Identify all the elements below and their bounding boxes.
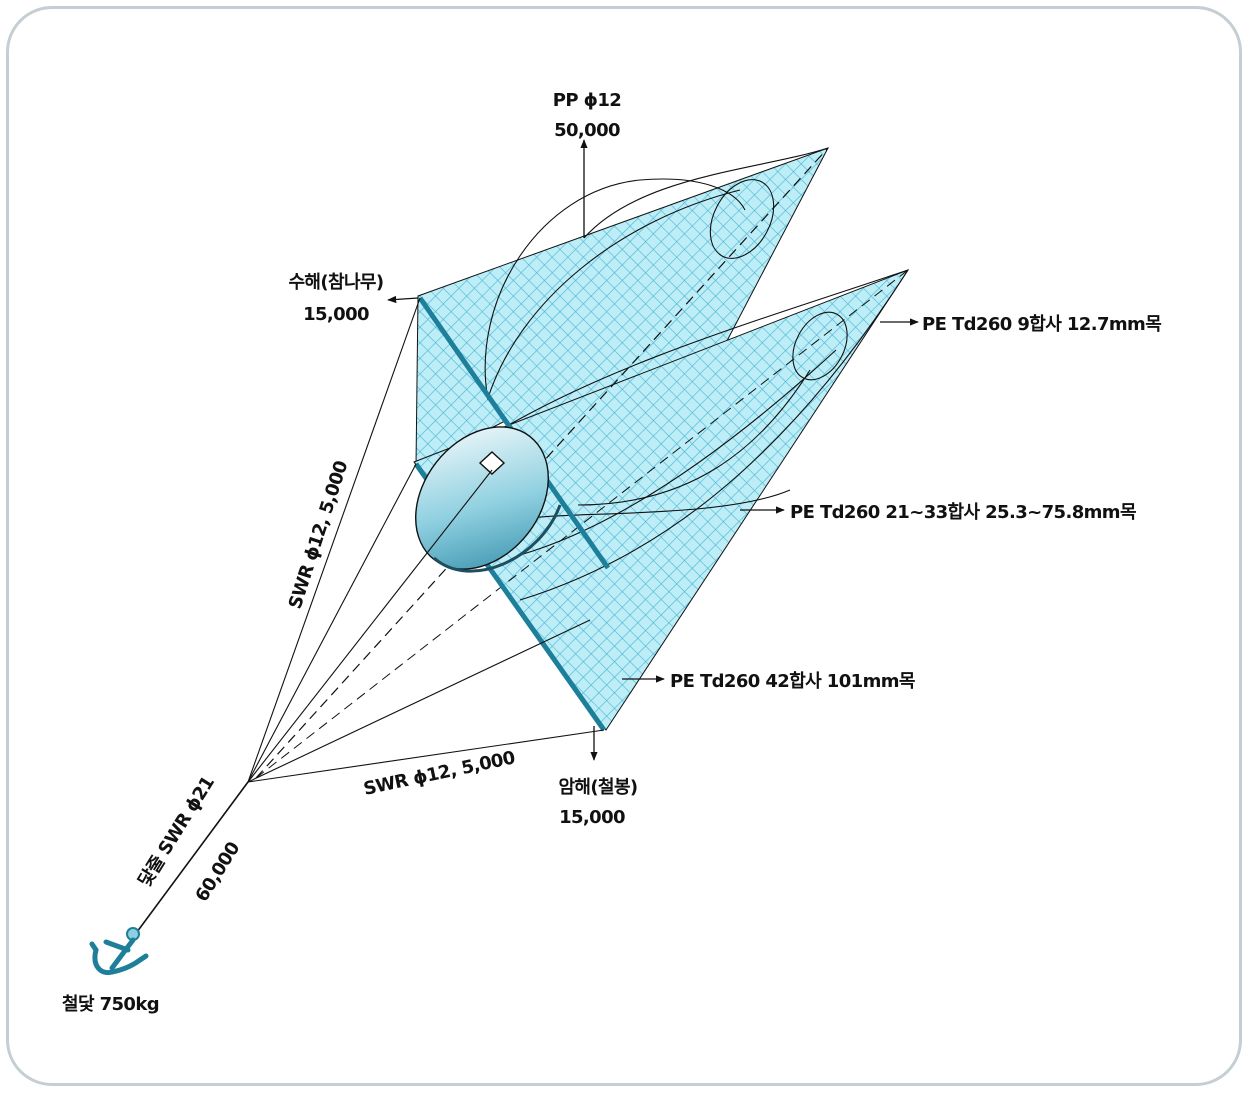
- float-top-label-2: 50,000: [554, 120, 620, 141]
- net-mesh-mid-label: PE Td260 21~33합사 25.3~75.8mm목: [790, 501, 1136, 523]
- bridle-upper-label: SWR ϕ12, 5,000: [285, 459, 353, 612]
- buoy-lower-label-1: 암해(철봉): [558, 777, 637, 798]
- anchor-label: 철닻 750kg: [62, 994, 159, 1015]
- kite-depressor-icon: [415, 426, 562, 573]
- buoy-upper-label-1: 수해(참나무): [288, 272, 383, 293]
- buoy-upper-label-2: 15,000: [303, 304, 369, 325]
- buoy-upper-line: [387, 295, 419, 304]
- bridle-lower-label: SWR ϕ12, 5,000: [362, 747, 517, 800]
- buoy-lower-label-2: 15,000: [559, 807, 625, 828]
- bridle-lines: [247, 297, 605, 783]
- anchor-rope: [133, 781, 249, 937]
- float-top-label-1: PP ϕ12: [553, 90, 621, 111]
- net-funnel-lines: [484, 147, 909, 601]
- net-mesh-mouth-label: PE Td260 42합사 101mm목: [670, 670, 915, 692]
- anchor-icon: [89, 927, 149, 976]
- net-mesh-tail-label: PE Td260 9합사 12.7mm목: [922, 313, 1161, 335]
